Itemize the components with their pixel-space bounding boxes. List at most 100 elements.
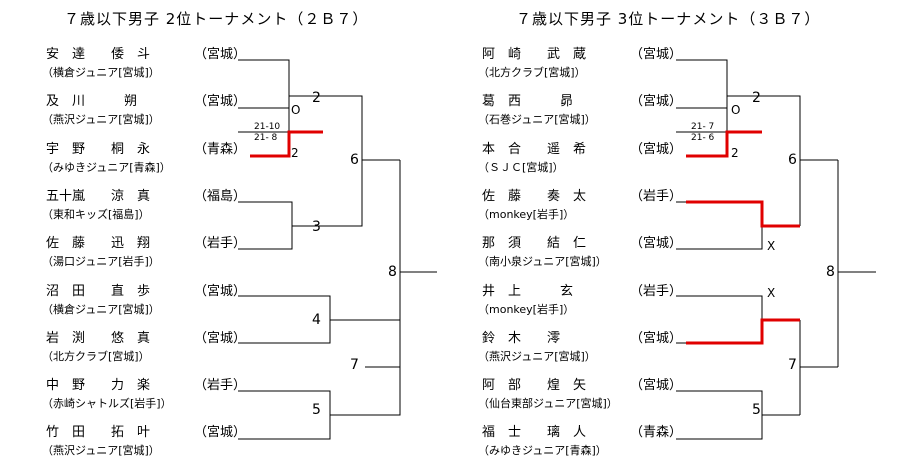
player-prefecture: （宮城） xyxy=(630,47,683,62)
player-club: （燕沢ジュニア[宮城]） xyxy=(42,113,160,127)
player-club: （燕沢ジュニア[宮城]） xyxy=(42,444,160,458)
player-prefecture: （宮城） xyxy=(194,47,247,62)
right-bracket-lines xyxy=(676,59,876,440)
player-entry: 福 士 璃 人 （青森） xyxy=(482,421,682,440)
player-entry: 阿 崎 武 蔵 （宮城） xyxy=(482,43,682,62)
right-score-game2: 21- 6 xyxy=(691,133,715,143)
player-club: （北方クラブ[宮城]） xyxy=(42,349,150,363)
player-name: 佐 藤 奏 太 xyxy=(482,188,587,204)
player-name: 宇 野 桐 永 xyxy=(46,141,151,157)
player-name: 中 野 力 楽 xyxy=(46,378,151,394)
player-club: （石巻ジュニア[宮城]） xyxy=(478,113,596,127)
left-match-label-7: 7 xyxy=(350,357,359,373)
player-prefecture: （岩手） xyxy=(194,236,247,252)
player-entry: 中 野 力 楽 （岩手） xyxy=(46,374,246,393)
right-match-label-5: 5 xyxy=(752,402,761,418)
player-name: 井 上 玄 xyxy=(482,283,574,299)
player-club: （赤崎シャトルズ[岩手]） xyxy=(42,397,172,411)
player-prefecture: （宮城） xyxy=(630,94,683,110)
left-score-game2: 21- 8 xyxy=(254,133,278,143)
player-entry: 鈴 木 澪 （宮城） xyxy=(482,327,682,346)
player-prefecture: （宮城） xyxy=(194,330,247,346)
right-mark-loser: O xyxy=(731,103,741,117)
right-match-label-8: 8 xyxy=(826,264,835,280)
player-prefecture: （宮城） xyxy=(630,330,683,346)
left-bracket-lines xyxy=(238,59,437,440)
player-entry: 佐 藤 迅 翔 （岩手） xyxy=(46,232,246,251)
left-match-label-5: 5 xyxy=(312,402,321,418)
player-entry: 五十嵐 涼 真 （福島） xyxy=(46,185,246,204)
right-winner-paths xyxy=(686,130,800,345)
player-prefecture: （青森） xyxy=(630,425,683,441)
right-mark-x-upper: X xyxy=(767,239,776,253)
player-entry: 阿 部 煌 矢 （宮城） xyxy=(482,374,682,393)
right-match-label-7: 7 xyxy=(788,357,797,373)
player-name: 佐 藤 迅 翔 xyxy=(46,236,151,252)
player-club: （北方クラブ[宮城]） xyxy=(478,66,586,79)
left-score-game1: 21-10 xyxy=(254,122,281,132)
right-match-label-2: 2 xyxy=(752,90,761,106)
player-name: 鈴 木 澪 xyxy=(482,330,561,346)
player-name: 阿 崎 武 蔵 xyxy=(482,47,587,62)
player-club: （燕沢ジュニア[宮城]） xyxy=(478,349,596,363)
player-prefecture: （岩手） xyxy=(630,283,683,299)
left-match-label-6: 6 xyxy=(350,152,359,168)
player-name: 沼 田 直 歩 xyxy=(46,283,151,299)
player-club: （monkey[岩手]） xyxy=(478,302,575,316)
player-club: （ＳＪＣ[宮城]） xyxy=(478,160,564,174)
left-bracket-title: ７歳以下男子 2位トーナメント（２Ｂ７） xyxy=(64,10,369,28)
player-entry: 佐 藤 奏 太 （岩手） xyxy=(482,185,682,204)
player-prefecture: （福島） xyxy=(194,188,247,204)
player-entry: 井 上 玄 （岩手） xyxy=(482,280,682,299)
player-club: （横倉ジュニア[宮城]） xyxy=(42,66,160,79)
player-club: （みゆきジュニア[青森]） xyxy=(42,160,171,174)
player-entry: 沼 田 直 歩 （宮城） xyxy=(46,280,246,299)
player-name: 及 川 朔 xyxy=(46,94,138,110)
left-winner-path xyxy=(250,130,323,158)
left-match-label-8: 8 xyxy=(388,264,397,280)
player-prefecture: （岩手） xyxy=(630,188,683,204)
player-prefecture: （宮城） xyxy=(194,94,247,110)
player-name: 阿 部 煌 矢 xyxy=(482,378,587,394)
left-mark-winner: 2 xyxy=(291,146,299,160)
player-entry: 安 達 倭 斗 （宮城） xyxy=(46,43,246,62)
player-prefecture: （宮城） xyxy=(630,236,683,252)
left-match-label-4: 4 xyxy=(312,312,321,328)
player-prefecture: （宮城） xyxy=(630,141,683,157)
left-match-label-2: 2 xyxy=(312,90,321,106)
player-entry: 岩 渕 悠 真 （宮城） xyxy=(46,327,246,346)
player-prefecture: （岩手） xyxy=(194,378,247,394)
player-club: （monkey[岩手]） xyxy=(478,207,575,221)
right-mark-x-lower: X xyxy=(767,286,776,300)
player-entry: 及 川 朔 （宮城） xyxy=(46,90,246,109)
player-club: （南小泉ジュニア[宮城]） xyxy=(478,255,607,269)
player-club: （東和キッズ[福島]） xyxy=(42,207,150,221)
player-name: 福 士 璃 人 xyxy=(482,425,587,441)
player-name: 岩 渕 悠 真 xyxy=(46,330,151,346)
player-prefecture: （宮城） xyxy=(194,425,247,441)
player-name: 竹 田 拓 叶 xyxy=(46,425,151,441)
player-club: （湯口ジュニア[岩手]） xyxy=(42,255,160,269)
player-name: 那 須 結 仁 xyxy=(482,236,587,252)
player-prefecture: （宮城） xyxy=(630,378,683,394)
player-entry: 宇 野 桐 永 （青森） xyxy=(46,138,246,157)
right-score-game1: 21- 7 xyxy=(691,122,715,132)
right-bracket-title: ７歳以下男子 3位トーナメント（３Ｂ７） xyxy=(516,10,821,28)
player-club: （仙台東部ジュニア[宮城]） xyxy=(478,397,618,411)
player-name: 本 合 遥 希 xyxy=(482,141,587,157)
player-club: （横倉ジュニア[宮城]） xyxy=(42,302,160,316)
player-entry: 那 須 結 仁 （宮城） xyxy=(482,232,682,251)
left-mark-loser: O xyxy=(291,103,301,117)
player-name: 葛 西 昴 xyxy=(482,94,574,110)
player-entry: 葛 西 昴 （宮城） xyxy=(482,90,682,109)
player-name: 安 達 倭 斗 xyxy=(46,47,151,62)
left-match-label-3: 3 xyxy=(312,219,321,235)
player-prefecture: （青森） xyxy=(194,141,247,157)
player-entry: 本 合 遥 希 （宮城） xyxy=(482,138,682,157)
player-name: 五十嵐 涼 真 xyxy=(46,188,151,204)
right-mark-winner: 2 xyxy=(731,146,739,160)
player-entry: 竹 田 拓 叶 （宮城） xyxy=(46,421,246,440)
player-prefecture: （宮城） xyxy=(194,283,247,299)
right-match-label-6: 6 xyxy=(788,152,797,168)
